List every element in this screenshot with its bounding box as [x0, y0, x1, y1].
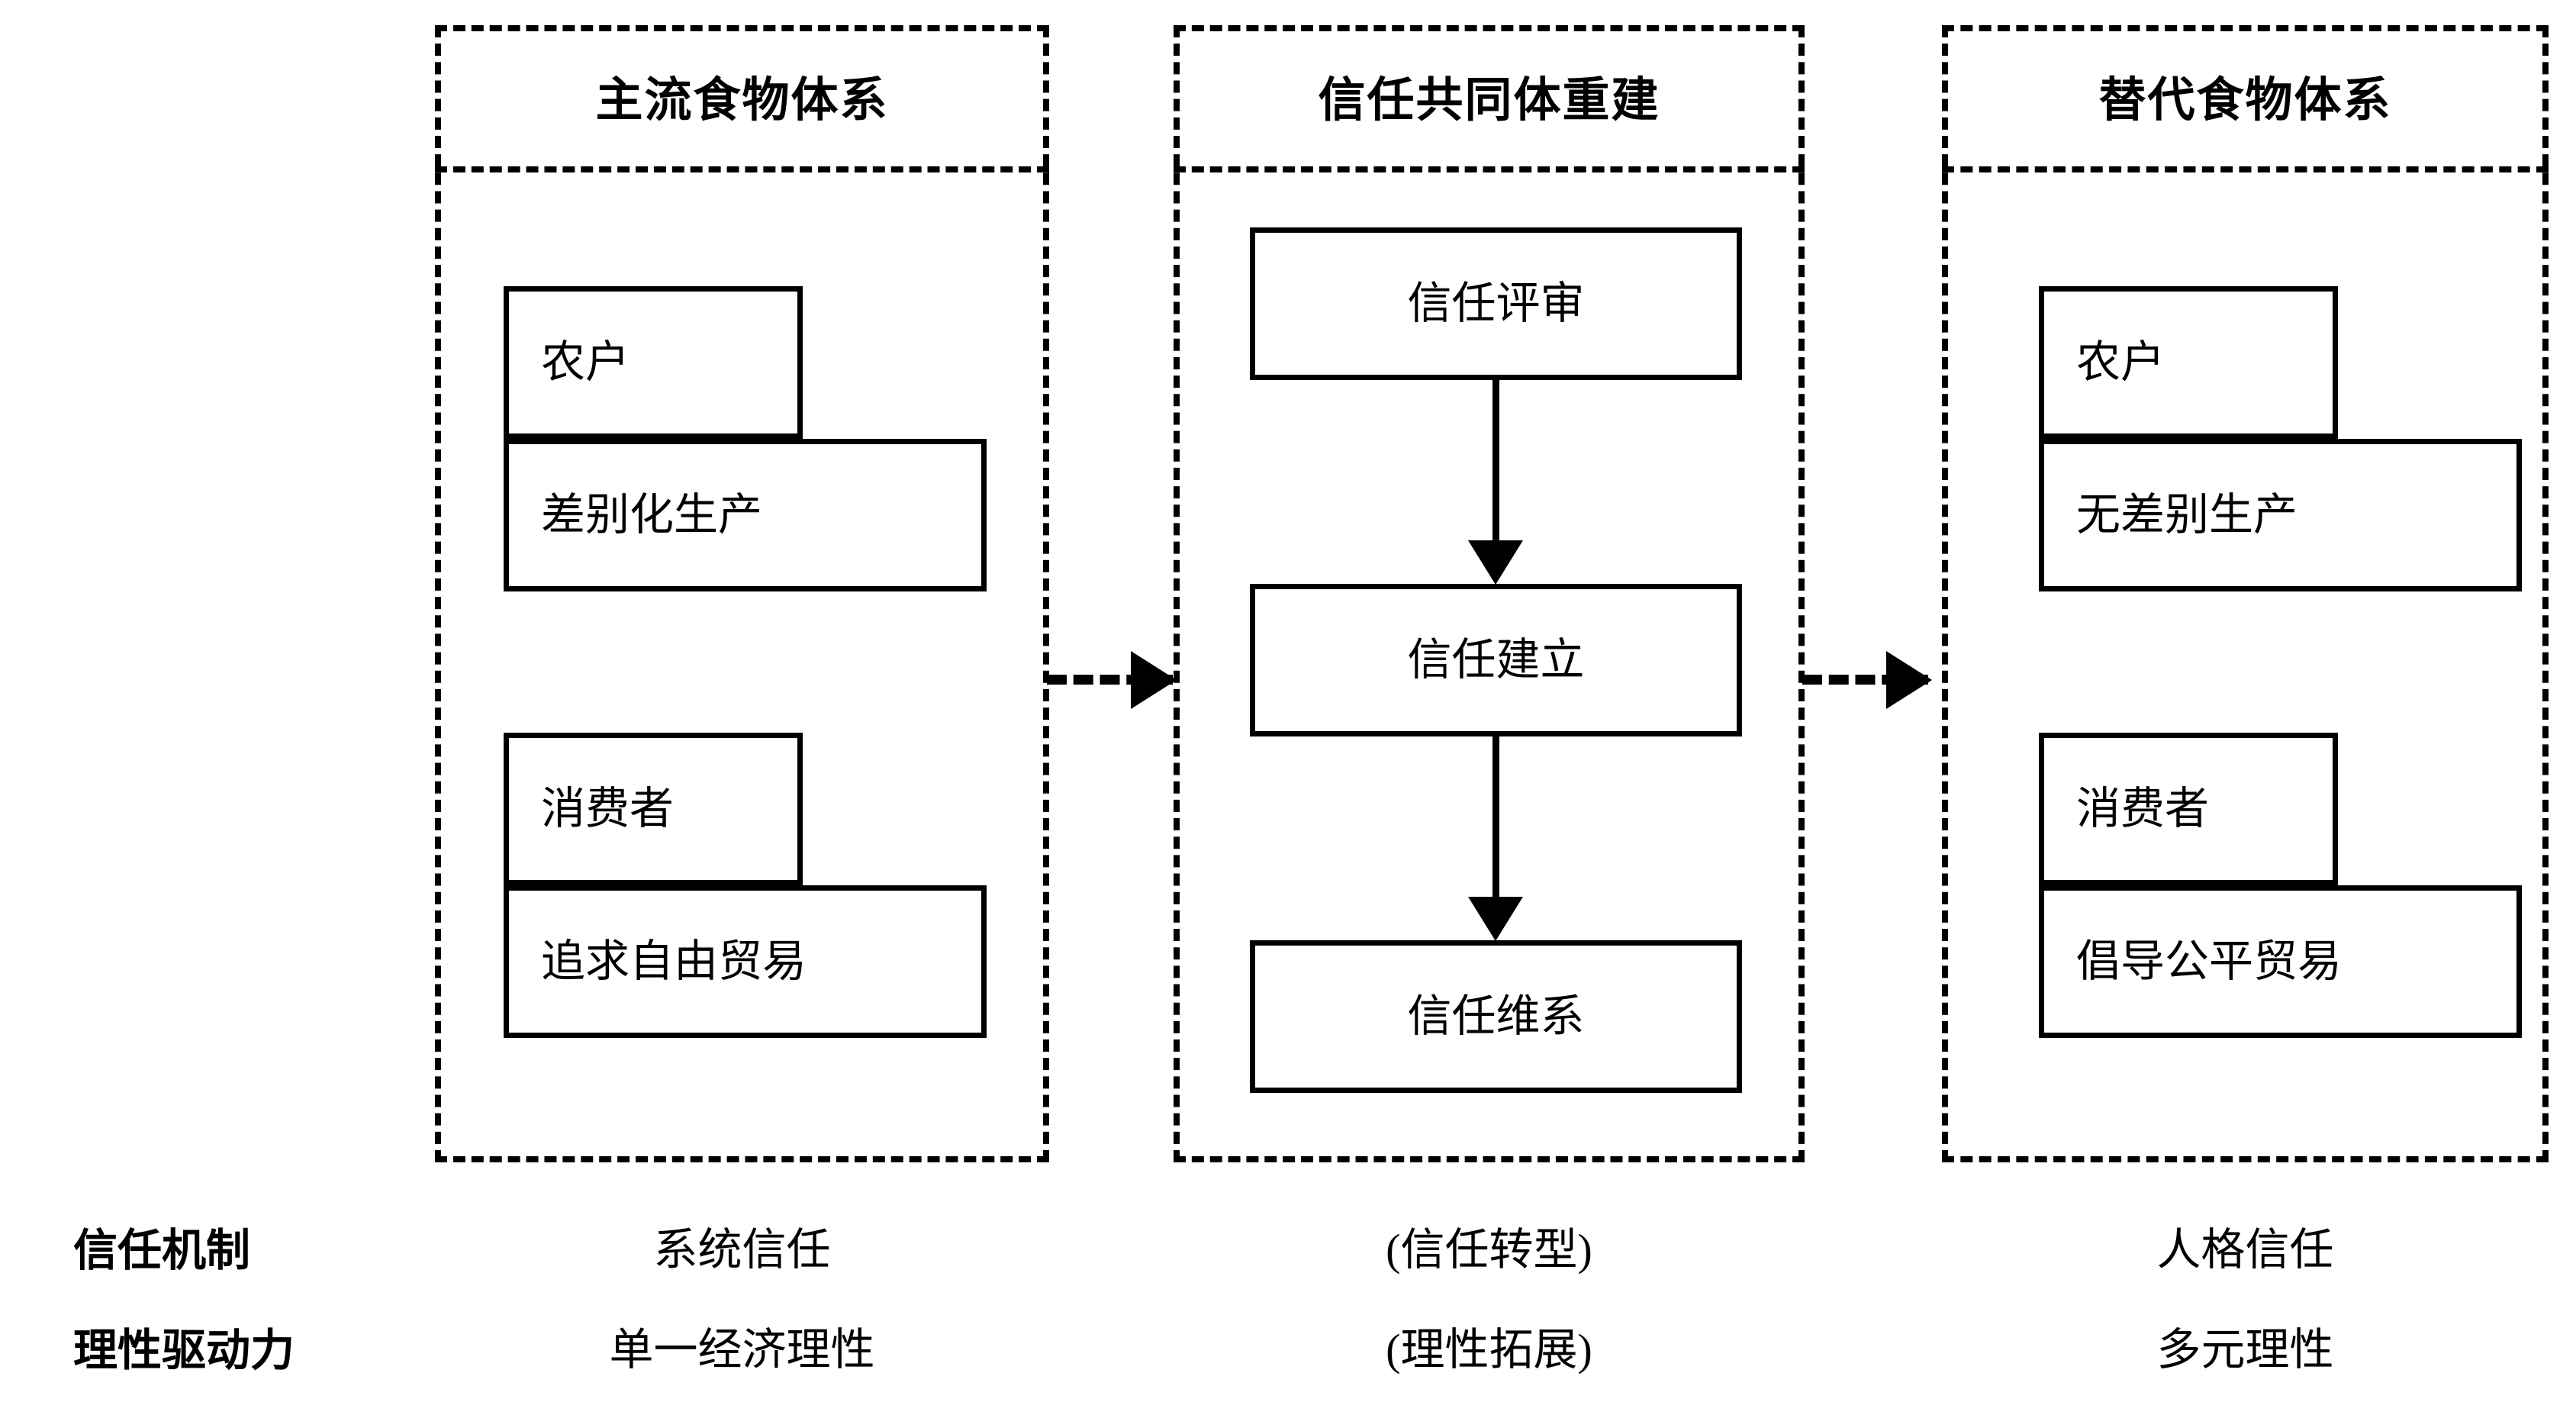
- box-alternative-farmer-attribute: 无差别生产: [2039, 439, 2522, 591]
- matrix-cell-rational-driver-mainstream: 单一经济理性: [609, 1325, 875, 1375]
- box-alternative-farmer: 农户: [2039, 286, 2338, 439]
- panel-alternative-divider: [1942, 166, 2549, 172]
- matrix-cell-trust-mechanism-alternative: 人格信任: [2156, 1225, 2334, 1275]
- panel-alternative-food-system: [1942, 25, 2549, 1162]
- panel-mainstream-food-system: [435, 25, 1049, 1162]
- connector-step2-to-step3-arrowhead: [1468, 897, 1523, 941]
- connector-left-to-middle-arrowhead: [1131, 651, 1177, 709]
- box-trust-establish: 信任建立: [1250, 584, 1742, 736]
- panel-trust-community-rebuild: [1174, 25, 1805, 1162]
- panel-mainstream-title: 主流食物体系: [595, 72, 889, 127]
- matrix-cell-trust-mechanism-mainstream: 系统信任: [653, 1225, 831, 1275]
- box-mainstream-consumer-attribute: 追求自由贸易: [504, 885, 987, 1038]
- box-label: 农户: [2076, 337, 2165, 387]
- box-label: 信任建立: [1407, 635, 1585, 685]
- box-mainstream-farmer-attribute: 差别化生产: [504, 439, 987, 591]
- box-label: 消费者: [541, 784, 675, 833]
- box-trust-maintain: 信任维系: [1250, 940, 1742, 1093]
- connector-step1-to-step2-arrowhead: [1468, 540, 1523, 585]
- box-label: 农户: [541, 337, 630, 387]
- box-label: 无差别生产: [2076, 490, 2298, 540]
- matrix-cell-rational-driver-alternative: 多元理性: [2156, 1325, 2334, 1375]
- box-alternative-consumer-attribute: 倡导公平贸易: [2039, 885, 2522, 1038]
- matrix-row-label-rational-driver: 理性驱动力: [73, 1324, 295, 1376]
- matrix-cell-trust-mechanism-transition: (信任转型): [1386, 1225, 1592, 1275]
- connector-middle-to-right-arrowhead: [1886, 651, 1932, 709]
- box-label: 信任维系: [1407, 991, 1585, 1041]
- box-trust-review: 信任评审: [1250, 227, 1742, 380]
- matrix-row-label-trust-mechanism: 信任机制: [73, 1224, 251, 1276]
- box-label: 追求自由贸易: [541, 936, 807, 986]
- panel-alternative-title: 替代食物体系: [2098, 72, 2392, 127]
- panel-trust-community-title: 信任共同体重建: [1318, 72, 1660, 127]
- box-mainstream-farmer: 农户: [504, 286, 803, 439]
- box-label: 差别化生产: [541, 490, 763, 540]
- box-mainstream-consumer: 消费者: [504, 733, 803, 885]
- panel-mainstream-divider: [435, 166, 1049, 172]
- connector-step1-to-step2-line: [1492, 378, 1499, 546]
- panel-trust-community-divider: [1174, 166, 1805, 172]
- box-label: 倡导公平贸易: [2076, 936, 2343, 986]
- box-label: 信任评审: [1407, 279, 1585, 328]
- box-label: 消费者: [2076, 784, 2210, 833]
- box-alternative-consumer: 消费者: [2039, 733, 2338, 885]
- connector-step2-to-step3-line: [1492, 734, 1499, 902]
- matrix-cell-rational-driver-transition: (理性拓展): [1386, 1325, 1592, 1375]
